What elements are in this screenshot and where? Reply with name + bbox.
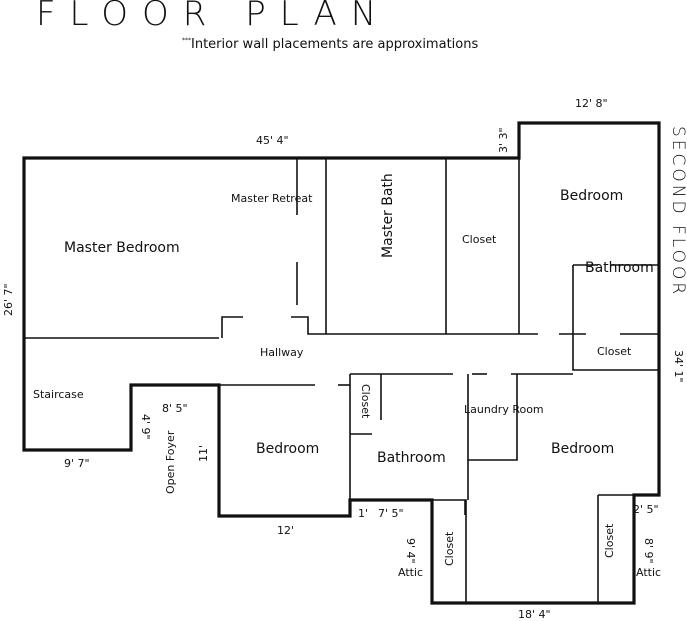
dim-top-width: 45' 4" xyxy=(256,134,289,147)
dim-step: 3' 3" xyxy=(497,127,510,153)
floor-plan-title: FLOOR PLAN xyxy=(36,0,391,34)
dim-bedroom-sw-width: 12' xyxy=(277,524,295,537)
dim-attic-e-depth: 8' 9" xyxy=(642,538,655,564)
closet-attic-w-label: Closet xyxy=(443,531,456,566)
dim-stair-width: 9' 7" xyxy=(64,457,90,470)
dim-attic-w-depth: 9' 4" xyxy=(404,538,417,564)
dim-foyer-depth: 4' 9" xyxy=(139,414,152,440)
dim-ne-width: 12' 8" xyxy=(575,97,608,110)
bedroom-se-label: Bedroom xyxy=(551,441,615,457)
hallway-label: Hallway xyxy=(260,346,304,359)
dim-foyer-width: 8' 5" xyxy=(162,402,188,415)
bathroom-ne-label: Bathroom xyxy=(585,260,654,276)
bedroom-ne-label: Bedroom xyxy=(560,188,624,204)
dim-bottom-width: 18' 4" xyxy=(518,608,551,621)
staircase-label: Staircase xyxy=(33,388,84,401)
dim-right-height: 34' 1" xyxy=(672,350,685,383)
closet-master-label: Closet xyxy=(462,233,497,246)
approximation-note: ***Interior wall placements are approxim… xyxy=(182,37,478,52)
master-bath-label: Master Bath xyxy=(380,173,396,258)
note-text: Interior wall placements are approximati… xyxy=(191,37,479,52)
dim-notch-b: 7' 5" xyxy=(378,507,404,520)
closet-mid-label: Closet xyxy=(359,384,372,419)
dim-attic-e-step: 2' 5" xyxy=(633,503,659,516)
bathroom-mid-label: Bathroom xyxy=(377,450,446,466)
bedroom-sw-label: Bedroom xyxy=(256,441,320,457)
master-bedroom-label: Master Bedroom xyxy=(64,240,180,256)
attic-e-label: Attic xyxy=(636,566,662,579)
attic-w-label: Attic xyxy=(398,566,424,579)
master-retreat-label: Master Retreat xyxy=(231,192,313,205)
open-foyer-label: Open Foyer xyxy=(164,430,177,494)
interior-walls xyxy=(24,158,659,603)
dim-left-height: 26' 7" xyxy=(2,283,15,316)
closet-attic-e-label: Closet xyxy=(603,523,616,558)
closet-ne-label: Closet xyxy=(597,345,632,358)
dim-foyer-height: 11' xyxy=(197,444,210,462)
dim-notch-a: 1' xyxy=(358,507,369,520)
laundry-room-label: Laundry Room xyxy=(464,403,544,416)
note-mark: *** xyxy=(182,37,191,44)
